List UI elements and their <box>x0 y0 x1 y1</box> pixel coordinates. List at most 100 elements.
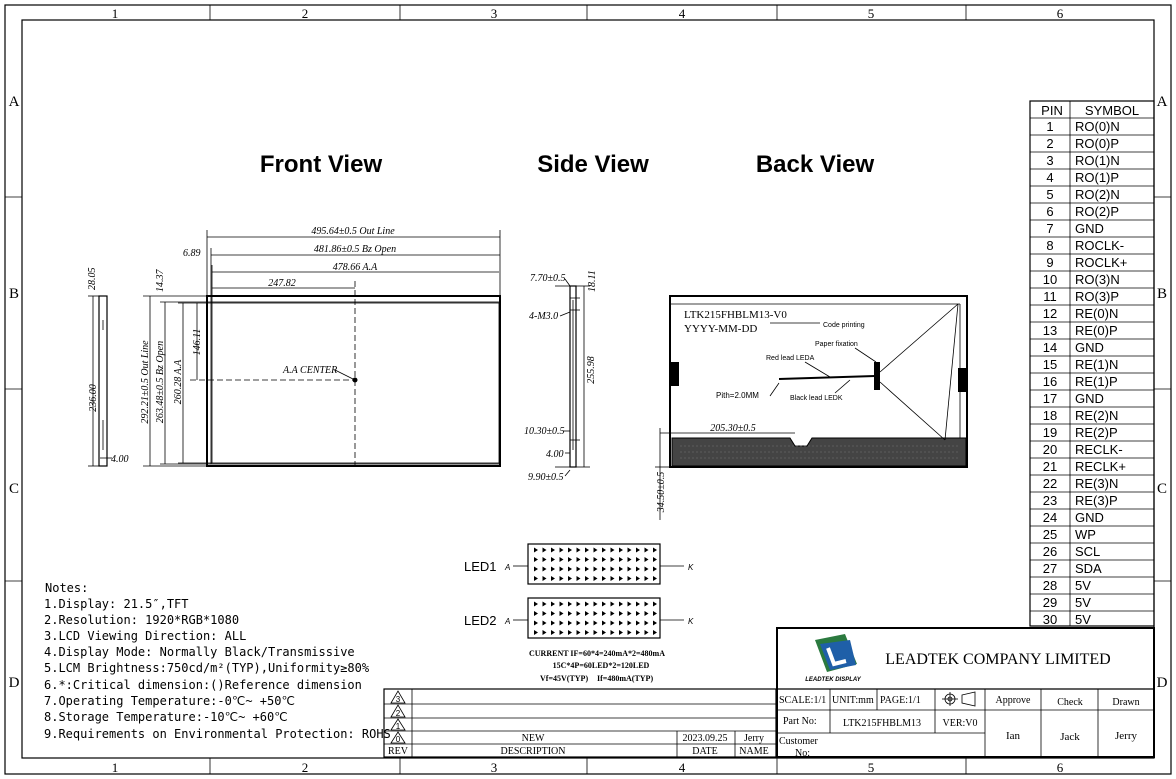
led1-diode <box>585 576 589 581</box>
pin-number: 5 <box>1046 187 1053 202</box>
note-item: 1.Display: 21.5″,TFT <box>44 597 189 611</box>
col-label-bottom: 2 <box>302 760 309 775</box>
led2-diode <box>585 620 589 626</box>
pin-symbol: WP <box>1075 527 1096 542</box>
pin-number: 2 <box>1046 136 1053 151</box>
led1-diode <box>534 566 538 572</box>
row-label-left: C <box>9 481 19 497</box>
note-item: 5.LCM Brightness:750cd/m²(TYP),Uniformit… <box>44 661 370 675</box>
led2-diode <box>593 630 598 635</box>
pin-symbol: SDA <box>1075 561 1102 576</box>
led1-diode <box>551 566 555 572</box>
dim-bezel-width: 481.86±0.5 Bz Open <box>314 244 396 255</box>
led2-diode <box>534 601 538 607</box>
projection-symbol-icon <box>942 691 976 707</box>
pin-number: 27 <box>1043 561 1057 576</box>
led2-diode <box>636 630 640 635</box>
pin-number: 18 <box>1043 408 1057 423</box>
leadtek-logo: LEADTEK DISPLAY <box>805 634 862 683</box>
dim-side-thickness: 4.00 <box>546 449 564 460</box>
red-lead-label: Red lead LEDA <box>766 355 815 362</box>
led1-diode <box>551 547 555 553</box>
pin-symbol: RE(1)N <box>1075 357 1118 372</box>
led1-diode <box>542 557 547 562</box>
dim-outline-height: 292.21±0.5 Out Line <box>140 340 151 424</box>
rev-name-value: Jerry <box>744 733 764 744</box>
led2-diode <box>568 620 572 626</box>
led2-diode <box>568 611 572 616</box>
row-label-right: B <box>1157 286 1167 302</box>
pin-number: 8 <box>1046 238 1053 253</box>
led2-diode <box>653 611 657 616</box>
led1-diode <box>542 566 547 572</box>
back-view: LTK215FHBLM13-V0 YYYY-MM-DD Code printin… <box>655 295 968 520</box>
led2-diode <box>542 601 547 607</box>
dim-screw: 4-M3.0 <box>529 311 558 322</box>
rev-mark: 1 <box>396 722 401 731</box>
led2-diode <box>551 611 555 616</box>
col-label-top: 2 <box>302 6 309 21</box>
pin-symbol: RO(1)N <box>1075 153 1120 168</box>
led1-diode <box>610 566 615 572</box>
led2-diode <box>551 630 555 635</box>
col-label-bottom: 5 <box>868 760 875 775</box>
led1-cathode: K <box>688 563 694 572</box>
led1-diode <box>636 566 640 572</box>
pin-symbol: RO(1)P <box>1075 170 1119 185</box>
dim-edge-top: 28.05 <box>87 268 98 291</box>
pin-symbol: RO(2)P <box>1075 204 1119 219</box>
pin-symbol: RE(3)N <box>1075 476 1118 491</box>
pin-number: 16 <box>1043 374 1057 389</box>
led1-diode <box>576 547 581 553</box>
led2-diode <box>602 601 606 607</box>
led2-diode <box>636 611 640 616</box>
part-no-label: Part No: <box>783 716 817 727</box>
active-area-rect <box>211 302 500 464</box>
led2-diode <box>542 630 547 635</box>
pin-number: 6 <box>1046 204 1053 219</box>
led2-array <box>527 597 661 639</box>
row-label-left: D <box>9 675 20 691</box>
led1-diode <box>602 566 606 572</box>
page-label: PAGE:1/1 <box>880 695 921 706</box>
pin-symbol: RECLK+ <box>1075 459 1126 474</box>
version-label: VER:V0 <box>943 718 978 729</box>
col-label-top: 4 <box>679 6 686 21</box>
pin-number: 14 <box>1043 340 1057 355</box>
led2-diode <box>602 620 606 626</box>
row-label-left: A <box>9 94 20 110</box>
revision-table: 3 2 1 0 NEW 2023.09.25 Jerry REV DESCRIP… <box>383 688 777 758</box>
led1-diode <box>610 576 615 581</box>
col-label-top: 1 <box>112 6 119 21</box>
led1-diode <box>585 566 589 572</box>
customer-label: Customer <box>779 736 819 747</box>
note-item: 2.Resolution: 1920*RGB*1080 <box>44 613 239 627</box>
aa-center-label: A.A CENTER <box>282 365 337 376</box>
led1-diode <box>551 576 555 581</box>
led1-diode <box>568 576 572 581</box>
pin-symbol: GND <box>1075 510 1104 525</box>
led2-diode <box>576 620 581 626</box>
scale-label: SCALE:1/1 <box>779 695 826 706</box>
pin-number: 15 <box>1043 357 1057 372</box>
title-block: LEADTEK DISPLAY LEADTEK COMPANY LIMITED … <box>776 627 1155 759</box>
led1-diode <box>636 557 640 562</box>
led2-diode <box>644 620 649 626</box>
note-item: 8.Storage Temperature:-10℃~ +60℃ <box>44 710 288 724</box>
pin-number: 3 <box>1046 153 1053 168</box>
led1-diode <box>568 547 572 553</box>
led2-diode <box>593 611 598 616</box>
led2-diode <box>534 611 538 616</box>
logo-text: LEADTEK DISPLAY <box>805 677 862 683</box>
led2-diode <box>627 630 632 635</box>
pin-symbol: ROCLK- <box>1075 238 1124 253</box>
rev-mark: 0 <box>396 735 401 744</box>
led1-diode <box>619 566 623 572</box>
pin-symbol: GND <box>1075 340 1104 355</box>
notes-block: Notes: 1.Display: 21.5″,TFT 2.Resolution… <box>44 581 391 741</box>
dim-back-offset-y: 34.50±0.5 <box>656 472 667 514</box>
led2-diode <box>644 611 649 616</box>
led2-diode <box>568 601 572 607</box>
led2-diode <box>576 611 581 616</box>
led2-diode <box>593 601 598 607</box>
